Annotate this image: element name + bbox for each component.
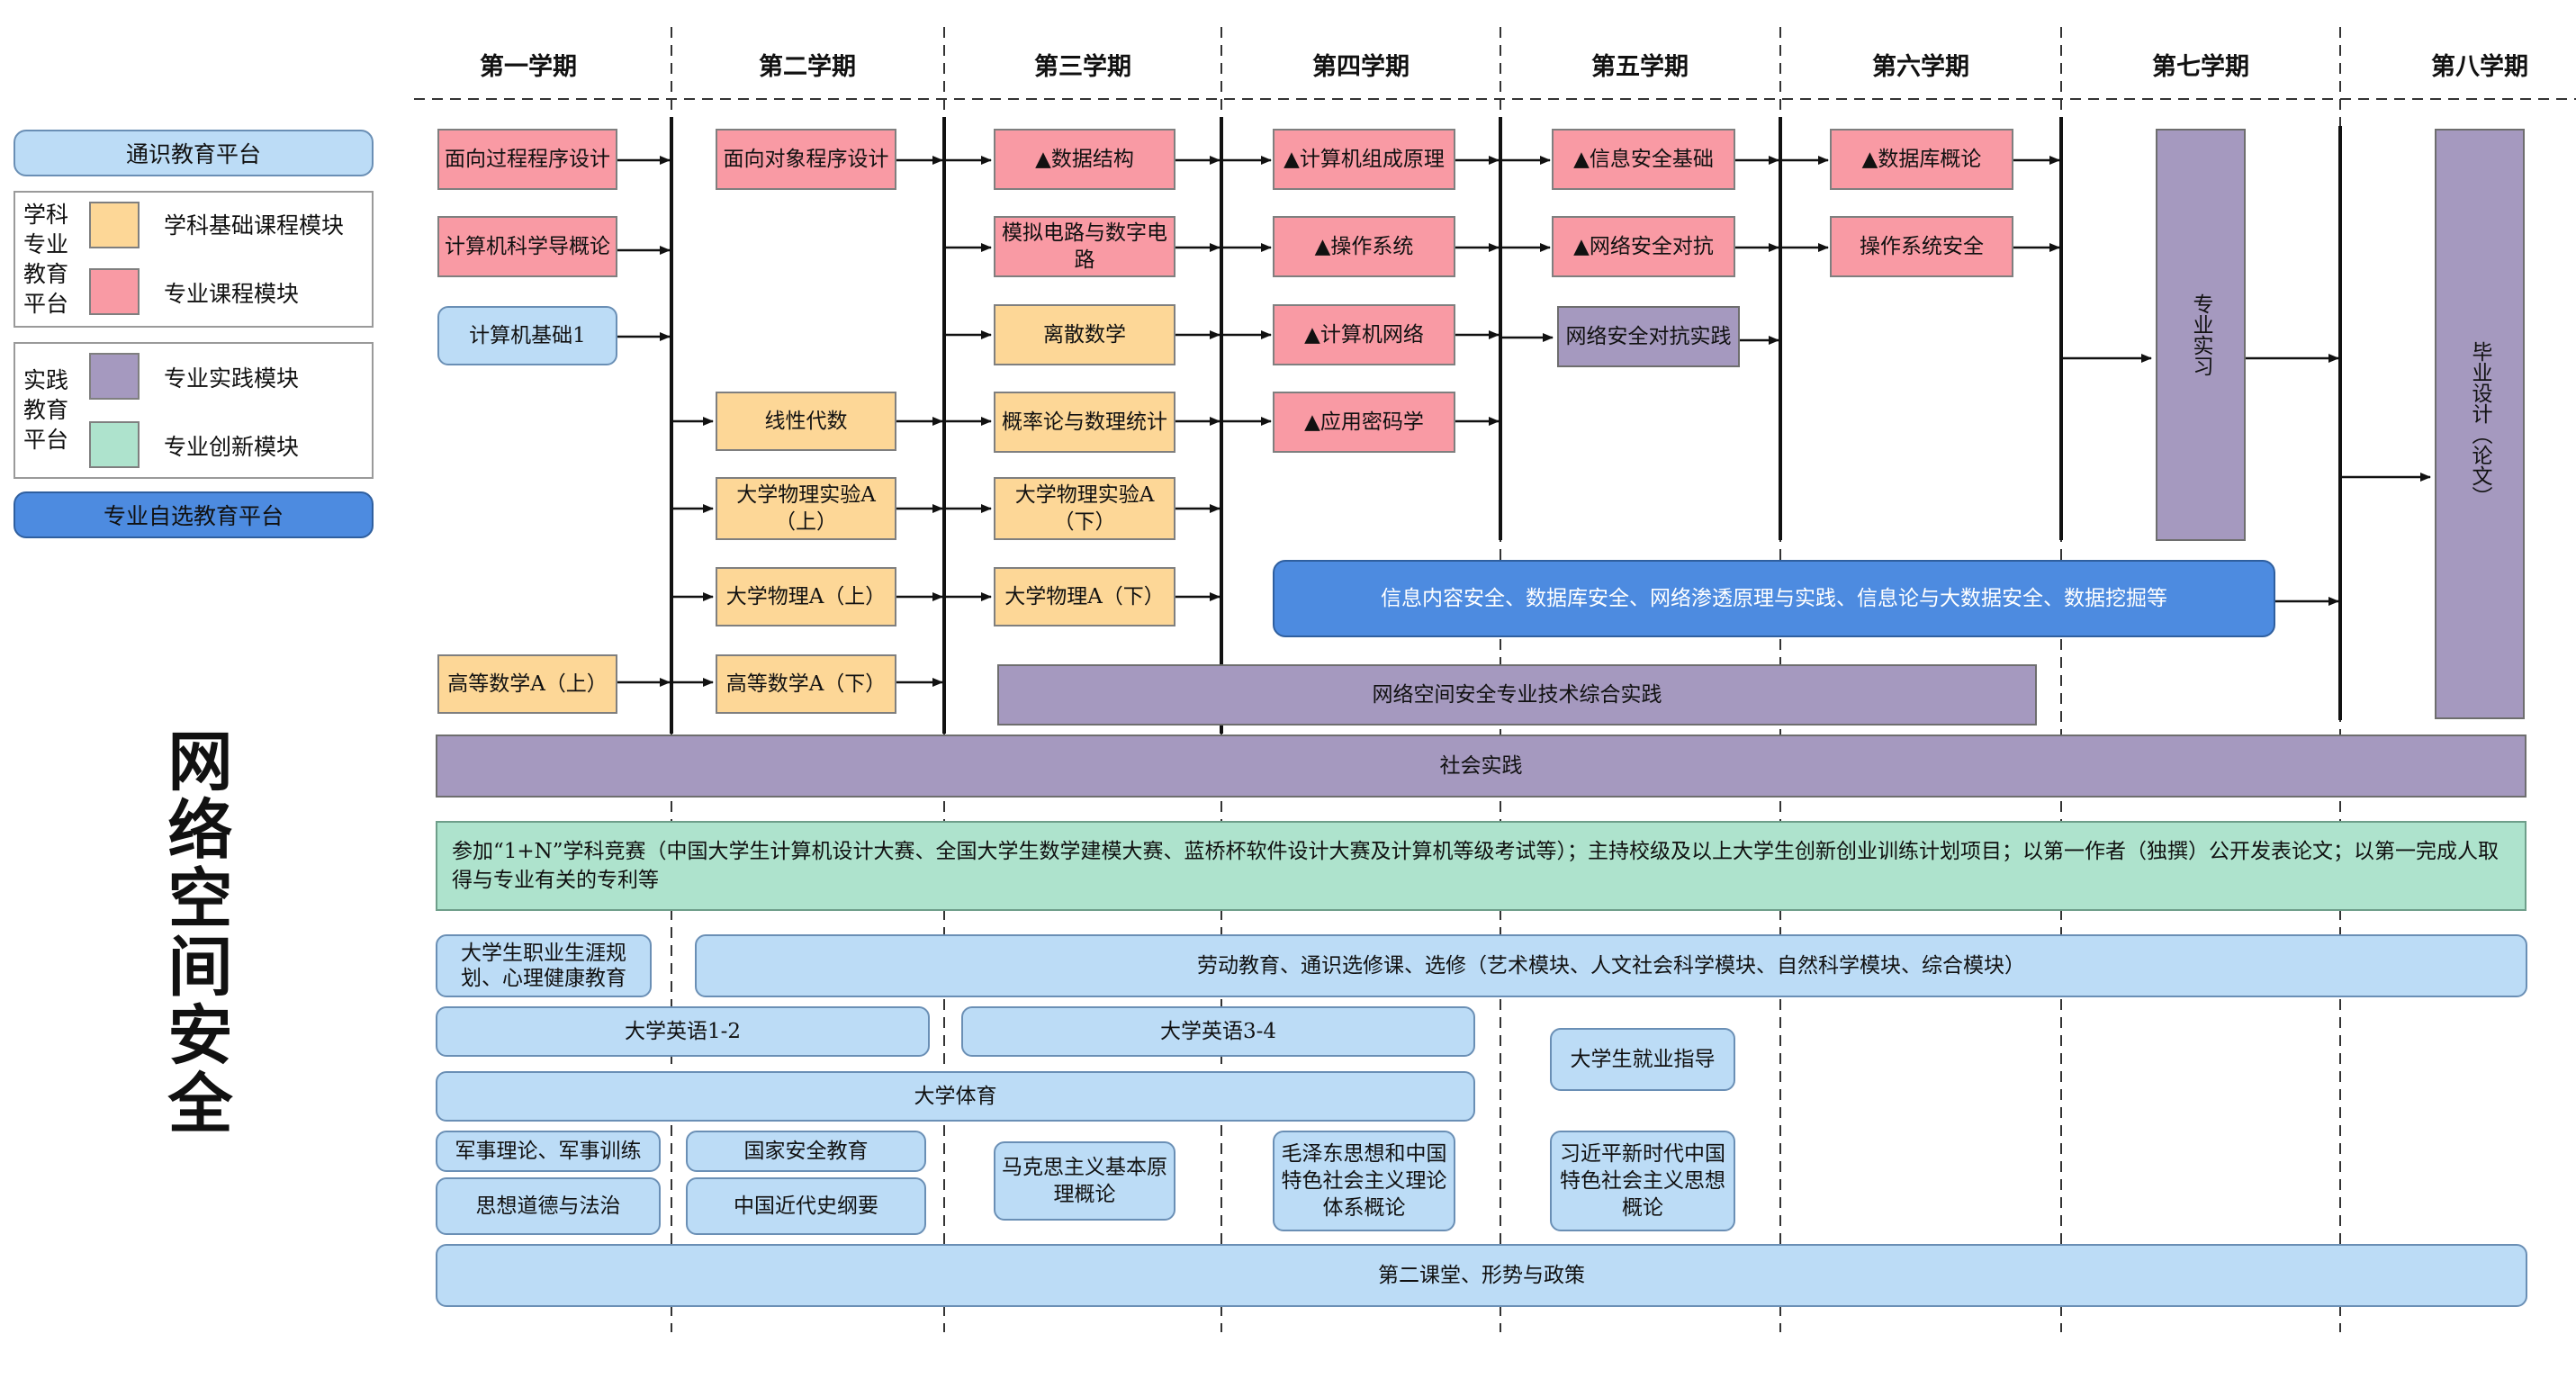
legend-practice-swatch — [89, 353, 140, 400]
course-career-mental-health: 大学生职业生涯规划、心理健康教育 — [436, 934, 652, 997]
course-computer-basics-1: 计算机基础1 — [437, 306, 617, 365]
legend-major-swatch — [89, 268, 140, 315]
course-procedural-programming: 面向过程程序设计 — [437, 129, 617, 190]
course-network-security-practice: 网络安全对抗实践 — [1557, 306, 1740, 367]
legend-practice-group: 实践教育平台 专业实践模块 专业创新模块 — [14, 342, 374, 479]
course-applied-cryptography: ▲应用密码学 — [1273, 392, 1455, 453]
course-physics-lab-a2: 大学物理实验A（下） — [994, 477, 1175, 540]
legend-general-platform: 通识教育平台 — [14, 130, 374, 176]
course-computer-networks: ▲计算机网络 — [1273, 304, 1455, 365]
course-physics-a1: 大学物理A（上） — [716, 567, 896, 626]
course-advanced-math-a1: 高等数学A（上） — [437, 654, 617, 714]
course-linear-algebra: 线性代数 — [716, 392, 896, 451]
legend-basic-swatch — [89, 202, 140, 248]
semester-4-header: 第四学期 — [1312, 53, 1410, 81]
innovation-module-bar: 参加“1+N”学科竞赛（中国大学生计算机设计大赛、全国大学生数学建模大赛、蓝桥杯… — [436, 821, 2526, 911]
course-military-training: 军事理论、军事训练 — [436, 1131, 661, 1172]
major-title: 网络空间安全 — [153, 727, 236, 1138]
comprehensive-practice-bar: 网络空间安全专业技术综合实践 — [997, 664, 2037, 726]
course-physics-lab-a1: 大学物理实验A（上） — [716, 477, 896, 540]
course-modern-chinese-history: 中国近代史纲要 — [686, 1177, 926, 1235]
semester-3-header: 第三学期 — [1034, 53, 1131, 81]
social-practice-bar: 社会实践 — [436, 735, 2526, 798]
course-advanced-math-a2: 高等数学A（下） — [716, 654, 896, 714]
semester-6-header: 第六学期 — [1872, 53, 1969, 81]
legend-practice-label: 专业实践模块 — [164, 365, 300, 392]
legend-discipline-group: 学科专业教育平台 学科基础课程模块 专业课程模块 — [14, 191, 374, 328]
course-second-classroom-policy: 第二课堂、形势与政策 — [436, 1244, 2527, 1307]
legend-discipline-side-label: 学科专业教育平台 — [23, 202, 68, 317]
course-college-english-3-4: 大学英语3-4 — [961, 1006, 1475, 1057]
course-marxism-principles: 马克思主义基本原理概论 — [994, 1141, 1175, 1221]
course-oo-programming: 面向对象程序设计 — [716, 129, 896, 190]
semester-8-header: 第八学期 — [2431, 53, 2528, 81]
legend-innovation-label: 专业创新模块 — [164, 434, 300, 460]
course-national-security: 国家安全教育 — [686, 1131, 926, 1172]
semester-flow-bars — [670, 117, 2342, 734]
course-network-security-offense-defense: ▲网络安全对抗 — [1552, 216, 1735, 277]
legend-major-label: 专业课程模块 — [164, 281, 300, 307]
elective-courses-bar: 信息内容安全、数据库安全、网络渗透原理与实践、信息论与大数据安全、数据挖掘等 — [1273, 560, 2275, 637]
thesis-label: 毕业设计（论文） — [2468, 341, 2491, 507]
course-analog-digital-circuits: 模拟电路与数字电路 — [994, 216, 1175, 277]
semester-1-header: 第一学期 — [480, 53, 577, 81]
course-graduation-thesis: 毕业设计（论文） — [2435, 129, 2525, 719]
legend-basic-label: 学科基础课程模块 — [164, 212, 345, 239]
legend-elective-platform: 专业自选教育平台 — [14, 491, 374, 538]
course-cs-intro: 计算机科学导概论 — [437, 216, 617, 277]
semester-7-header: 第七学期 — [2152, 53, 2249, 81]
course-physics-a2: 大学物理A（下） — [994, 567, 1175, 626]
course-college-english-1-2: 大学英语1-2 — [436, 1006, 930, 1057]
course-professional-internship: 专业实习 — [2156, 129, 2246, 541]
course-xi-jinping-thought: 习近平新时代中国特色社会主义思想概论 — [1550, 1131, 1735, 1231]
course-computer-organization: ▲计算机组成原理 — [1273, 129, 1455, 190]
semester-2-header: 第二学期 — [759, 53, 856, 81]
course-employment-guidance: 大学生就业指导 — [1550, 1028, 1735, 1091]
legend-practice-side-label: 实践教育平台 — [23, 367, 68, 453]
course-data-structures: ▲数据结构 — [994, 129, 1175, 190]
flow-arrows — [617, 156, 2431, 687]
course-physical-education: 大学体育 — [436, 1071, 1475, 1122]
major-title-text: 网络空间安全 — [157, 727, 232, 1138]
course-probability-statistics: 概率论与数理统计 — [994, 392, 1175, 453]
course-morality-law: 思想道德与法治 — [436, 1177, 661, 1235]
course-infosec-fundamentals: ▲信息安全基础 — [1552, 129, 1735, 190]
course-discrete-math: 离散数学 — [994, 304, 1175, 365]
course-database-intro: ▲数据库概论 — [1830, 129, 2013, 190]
course-mao-zedong-thought: 毛泽东思想和中国特色社会主义理论体系概论 — [1273, 1131, 1455, 1231]
legend-innovation-swatch — [89, 421, 140, 468]
internship-label: 专业实习 — [2189, 293, 2212, 376]
course-operating-systems: ▲操作系统 — [1273, 216, 1455, 277]
course-os-security: 操作系统安全 — [1830, 216, 2013, 277]
semester-5-header: 第五学期 — [1591, 53, 1689, 81]
course-labor-general-electives: 劳动教育、通识选修课、选修（艺术模块、人文社会科学模块、自然科学模块、综合模块） — [695, 934, 2527, 997]
